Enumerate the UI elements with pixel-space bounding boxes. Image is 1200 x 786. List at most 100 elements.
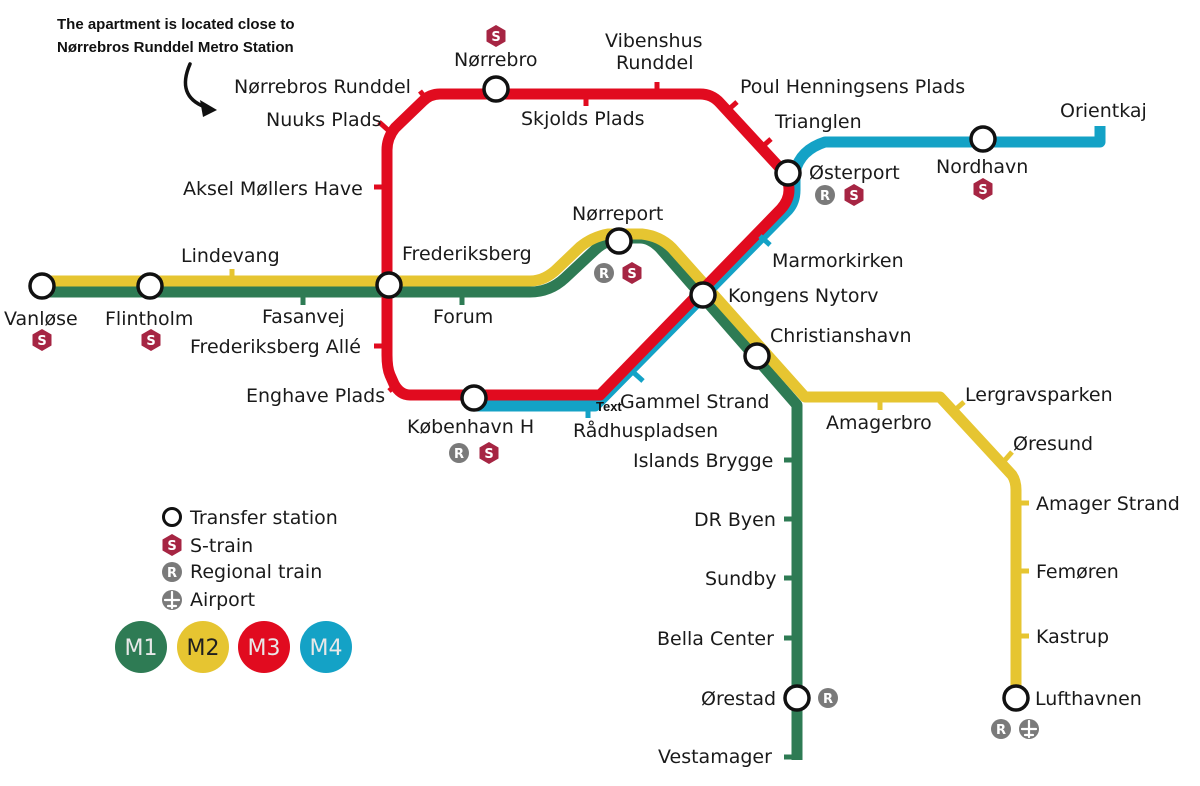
legend-airport-label: Airport (190, 589, 255, 611)
station-circle-flintholm[interactable] (136, 272, 164, 300)
station-ticks (229, 82, 1029, 760)
svg-text:S: S (484, 447, 493, 462)
station-label-gammel-strand: Gammel Strand (620, 391, 769, 413)
station-label-lufthavnen: Lufthavnen (1035, 688, 1142, 710)
legend-regional-label: Regional train (190, 561, 322, 583)
svg-text:S: S (978, 183, 987, 198)
curved-arrow-icon (183, 62, 217, 117)
svg-text:S: S (849, 189, 858, 204)
svg-text:R: R (823, 692, 833, 707)
legend-s-train-icon: S (162, 534, 182, 556)
station-label-radhuspladsen: Rådhuspladsen (573, 419, 718, 442)
station-circle-kongens-nytorv[interactable] (689, 281, 717, 309)
station-label-fasanvej: Fasanvej (262, 306, 345, 328)
station-label-marmorkirken: Marmorkirken (772, 250, 904, 272)
station-label-aksel-mollers-have: Aksel Møllers Have (183, 178, 363, 200)
svg-text:S: S (167, 539, 176, 554)
svg-text:S: S (491, 30, 500, 45)
station-label-trianglen: Trianglen (774, 111, 862, 133)
svg-text:S: S (146, 334, 155, 349)
station-label-nuuks-plads: Nuuks Plads (266, 109, 382, 131)
station-label-orientkaj: Orientkaj (1060, 100, 1147, 122)
station-label-vibenshus-line1: Vibenshus (605, 30, 703, 52)
line-pill-m1[interactable]: M1 (115, 621, 167, 673)
station-label-poul-henningsens-plads: Poul Henningsens Plads (740, 76, 965, 98)
legend-transfer-icon (162, 507, 182, 527)
station-circle-kobenhavn-h[interactable] (460, 384, 488, 412)
m2-line (42, 228, 1022, 697)
station-label-skjolds-plads: Skjolds Plads (521, 108, 645, 130)
legend-s-train-label: S-train (190, 535, 253, 557)
station-circle-norrebro[interactable] (482, 75, 510, 103)
svg-text:M2: M2 (187, 636, 220, 661)
station-label-amager-strand: Amager Strand (1036, 493, 1180, 515)
station-circle-nordhavn[interactable] (969, 125, 997, 153)
svg-text:M3: M3 (248, 636, 281, 661)
station-label-vibenshus-line2: Runddel (616, 52, 694, 74)
station-label-dr-byen: DR Byen (694, 509, 776, 531)
station-label-vanlose: Vanløse (4, 308, 78, 330)
station-circle-orestad[interactable] (783, 684, 811, 712)
s-train-badge-norrebro: S (486, 25, 506, 47)
svg-text:R: R (167, 566, 177, 581)
station-label-frederiksberg-alle: Frederiksberg Allé (190, 336, 361, 358)
svg-text:M1: M1 (125, 636, 158, 661)
regional-badge-lufthavnen: R (991, 719, 1011, 739)
station-circle-osterport[interactable] (774, 159, 802, 187)
station-label-forum: Forum (433, 306, 493, 328)
regional-badge-osterport: R (815, 185, 835, 205)
station-label-norrebro: Nørrebro (454, 49, 537, 71)
annotation-line-1: The apartment is located close to (57, 16, 295, 33)
s-train-badge-kobenhavn-h: S (479, 442, 499, 464)
station-circle-norreport[interactable] (605, 227, 633, 255)
legend: Transfer station S S-train R Regional tr… (115, 507, 352, 673)
station-label-flintholm: Flintholm (105, 308, 193, 330)
svg-text:R: R (820, 189, 830, 204)
s-train-badge-norreport: S (622, 262, 642, 284)
station-label-enghave-plads: Enghave Plads (246, 385, 385, 407)
station-circle-christianshavn[interactable] (743, 342, 771, 370)
svg-text:R: R (996, 723, 1006, 738)
legend-regional-icon: R (162, 562, 182, 582)
station-label-sundby: Sundby (705, 568, 777, 590)
line-pill-m2[interactable]: M2 (177, 621, 229, 673)
svg-text:R: R (454, 447, 464, 462)
svg-text:S: S (37, 334, 46, 349)
s-train-badge-osterport: S (844, 184, 864, 206)
station-circle-frederiksberg[interactable] (375, 271, 403, 299)
station-label-kongens-nytorv: Kongens Nytorv (728, 285, 879, 307)
station-label-kastrup: Kastrup (1036, 626, 1109, 648)
s-train-badge-flintholm: S (141, 329, 161, 351)
annotation-line-2: Nørrebros Runddel Metro Station (57, 39, 294, 56)
station-label-orestad: Ørestad (701, 688, 776, 710)
station-label-bella-center: Bella Center (657, 628, 774, 650)
regional-badge-orestad: R (818, 688, 838, 708)
legend-airport-icon (162, 590, 182, 610)
svg-text:S: S (627, 267, 636, 282)
line-pill-m3[interactable]: M3 (238, 621, 290, 673)
regional-badge-kobenhavn-h: R (449, 443, 469, 463)
station-label-lergravsparken: Lergravsparken (965, 384, 1113, 406)
regional-badge-norreport: R (594, 263, 614, 283)
s-train-badge-nordhavn: S (973, 178, 993, 200)
line-pill-m4[interactable]: M4 (300, 621, 352, 673)
station-label-christianshavn: Christianshavn (770, 325, 912, 347)
station-label-oresund: Øresund (1013, 433, 1093, 455)
station-label-norreport: Nørreport (572, 203, 663, 225)
station-label-lindevang: Lindevang (181, 245, 280, 267)
station-circle-vanlose[interactable] (28, 272, 56, 300)
station-circle-lufthavnen[interactable] (1002, 684, 1030, 712)
station-label-amagerbro: Amagerbro (826, 412, 932, 434)
station-label-vestamager: Vestamager (658, 746, 772, 768)
station-label-norrebros-runddel: Nørrebros Runddel (234, 76, 411, 98)
station-label-femoren: Femøren (1036, 561, 1119, 583)
station-label-nordhavn: Nordhavn (936, 156, 1028, 178)
station-label-islands-brygge: Islands Brygge (633, 450, 773, 472)
stray-text-label: Text (596, 399, 622, 414)
station-label-frederiksberg: Frederiksberg (402, 243, 532, 265)
s-train-badge-vanlose: S (32, 329, 52, 351)
svg-text:R: R (599, 267, 609, 282)
legend-transfer-label: Transfer station (189, 507, 338, 529)
airport-icon-lufthavnen (1019, 719, 1039, 739)
